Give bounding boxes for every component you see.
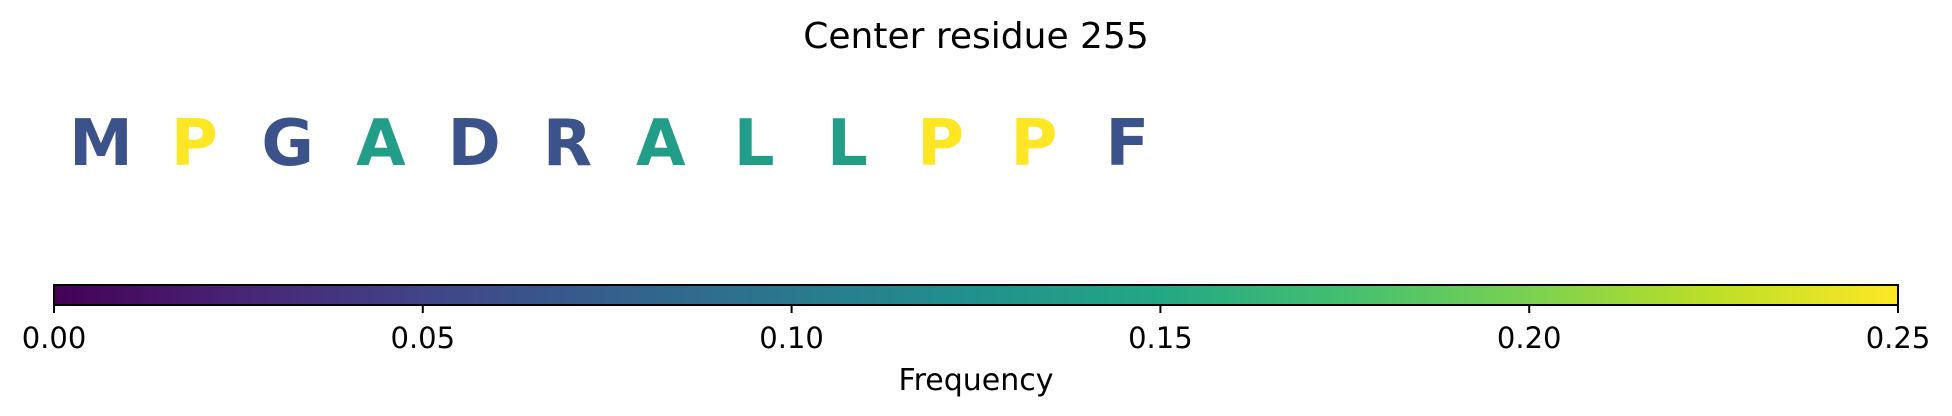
residue-letter: A — [636, 107, 686, 181]
colorbar-tick-label: 0.20 — [1497, 321, 1562, 355]
residue-letter: P — [1011, 107, 1058, 181]
residue-letter: P — [171, 107, 218, 181]
residue-letter: F — [1105, 107, 1149, 181]
colorbar-tick-label: 0.15 — [1128, 321, 1193, 355]
colorbar-gradient — [53, 284, 1899, 306]
residue-letter: L — [827, 107, 868, 181]
residue-letter: D — [448, 107, 501, 181]
colorbar-label: Frequency — [899, 363, 1054, 398]
residue-letter: G — [261, 107, 314, 181]
residue-letter: L — [734, 107, 775, 181]
colorbar: 0.00 0.05 0.10 0.15 0.20 0.25 Frequency — [22, 284, 1931, 398]
colorbar-tick-label: 0.00 — [22, 321, 87, 355]
chart-title: Center residue 255 — [803, 16, 1149, 57]
residue-letter: M — [69, 107, 133, 181]
residue-letter: P — [917, 107, 964, 181]
colorbar-tick-label: 0.10 — [759, 321, 824, 355]
colorbar-ticks: 0.00 0.05 0.10 0.15 0.20 0.25 — [22, 305, 1931, 355]
residue-letter: A — [356, 107, 406, 181]
residue-letter: R — [543, 107, 592, 181]
colorbar-tick-label: 0.05 — [391, 321, 456, 355]
colorbar-tick-label: 0.25 — [1866, 321, 1931, 355]
